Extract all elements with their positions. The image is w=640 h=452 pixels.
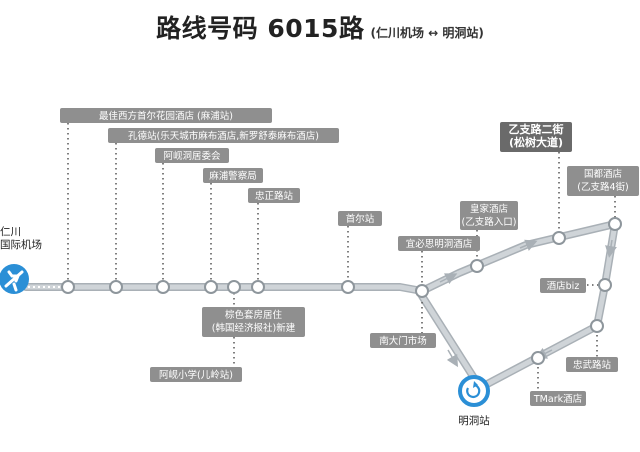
stop-label-bg <box>338 211 382 226</box>
route-subtitle: (仁川机场 ↔ 明洞站) <box>370 26 484 40</box>
stop-label-text: 南大门市场 <box>379 335 427 347</box>
route-title-block: 路线号码 6015路 (仁川机场 ↔ 明洞站) <box>0 9 640 45</box>
stop-label-text: (松树大道) <box>509 135 563 149</box>
stop-label-bg <box>530 391 586 406</box>
stop-label-text: 忠武路站 <box>573 359 612 371</box>
stop-label-text: 乙支路二街 <box>509 122 564 136</box>
station-s14[interactable] <box>598 278 612 292</box>
stop-label-s8[interactable]: 首尔站 <box>338 211 382 226</box>
station-s5[interactable] <box>227 280 241 294</box>
stop-label-text: 最佳西方首尔花园酒店 (麻浦站) <box>99 110 233 122</box>
stop-label-bg <box>248 188 300 203</box>
map-header: 路线号码 6015路 (仁川机场 ↔ 明洞站) <box>0 0 640 46</box>
stop-label-s10[interactable]: 宜必思明洞酒店 <box>398 236 480 251</box>
stop-label-bg <box>60 108 272 123</box>
stop-label-text: 酒店biz <box>547 280 580 292</box>
stop-label-text: 国都酒店 <box>584 168 622 180</box>
station-s10[interactable] <box>415 284 429 298</box>
stop-label-bg <box>567 166 639 196</box>
direction-arrow <box>439 273 458 285</box>
stop-label-bg <box>150 367 242 382</box>
station-s12[interactable] <box>552 231 566 245</box>
labels-layer: 最佳西方首尔花园酒店 (麻浦站) 孔德站(乐天城市麻布酒店,新罗舒泰麻布酒店) 阿岘… <box>60 108 639 406</box>
stop-label-s7[interactable]: 阿岘小学(儿岭站) <box>150 367 242 382</box>
origin-label: 仁川 <box>0 226 21 238</box>
station-s13[interactable] <box>608 217 622 231</box>
stop-label-bg <box>203 168 263 183</box>
stop-label-text: 皇家酒店 <box>470 203 508 215</box>
stop-label-s1[interactable]: 最佳西方首尔花园酒店 (麻浦站) <box>60 108 272 123</box>
stop-label-s13[interactable]: 国都酒店(乙支路4街) <box>567 166 639 196</box>
stop-label-text: 忠正路站 <box>255 190 294 202</box>
stop-label-bg <box>460 201 518 230</box>
station-s1[interactable] <box>61 280 75 294</box>
station-s15[interactable] <box>590 319 604 333</box>
stop-label-s6[interactable]: 忠正路站 <box>248 188 300 203</box>
stop-label-bg <box>108 128 339 143</box>
stop-label-text: 阿岘小学(儿岭站) <box>159 369 233 381</box>
stop-label-bg <box>202 307 305 337</box>
loop-arrow-head <box>473 381 478 388</box>
stop-label-bg <box>540 278 586 293</box>
destination-label: 明洞站 <box>458 414 490 427</box>
route-branch <box>419 293 477 381</box>
airplane-glyph <box>4 270 24 292</box>
stop-label-text: TMark酒店 <box>533 393 582 405</box>
stop-label-text: 麻浦警察局 <box>209 170 257 182</box>
stop-label-text: 阿岘洞居委会 <box>163 150 221 162</box>
loop-arrow-icon <box>458 375 490 407</box>
route-line-layer <box>22 220 619 395</box>
stop-label-s12[interactable]: 乙支路二街(松树大道) <box>500 122 572 152</box>
station-s3[interactable] <box>156 280 170 294</box>
stop-label-s11[interactable]: 皇家酒店(乙支路入口) <box>460 201 518 230</box>
stop-label-text: (乙支路入口) <box>462 216 517 228</box>
stop-label-bg <box>566 357 618 372</box>
stop-label-s16[interactable]: TMark酒店 <box>530 391 586 406</box>
stop-label-bg <box>500 122 572 152</box>
station-s16[interactable] <box>531 351 545 365</box>
stop-label-s15[interactable]: 忠武路站 <box>566 357 618 372</box>
direction-arrow <box>519 239 538 251</box>
station-s8[interactable] <box>341 280 355 294</box>
stop-label-bg <box>398 236 480 251</box>
stop-label-s2[interactable]: 孔德站(乐天城市麻布酒店,新罗舒泰麻布酒店) <box>108 128 339 143</box>
stop-label-s4[interactable]: 麻浦警察局 <box>203 168 263 183</box>
destination-terminal[interactable]: 明洞站 <box>458 375 490 427</box>
station-s4[interactable] <box>204 280 218 294</box>
stop-label-s9[interactable]: 南大门市场 <box>370 333 436 348</box>
stop-label-text: 棕色套房居住 <box>225 309 283 321</box>
station-s11[interactable] <box>470 259 484 273</box>
stop-label-text: (韩国经济报社)新建 <box>212 322 296 334</box>
station-s6[interactable] <box>251 280 265 294</box>
stop-label-s14[interactable]: 酒店biz <box>540 278 586 293</box>
stop-label-bg <box>370 333 436 348</box>
stop-label-s3[interactable]: 阿岘洞居委会 <box>155 148 229 163</box>
stop-label-s5[interactable]: 棕色套房居住(韩国经济报社)新建 <box>202 307 305 337</box>
stop-label-text: 首尔站 <box>346 213 375 225</box>
direction-arrow <box>446 349 459 368</box>
stop-label-bg <box>155 148 229 163</box>
direction-arrow <box>605 239 617 258</box>
stations-layer <box>61 217 622 365</box>
station-s2[interactable] <box>109 280 123 294</box>
stop-label-text: (乙支路4街) <box>577 181 628 193</box>
route-title: 路线号码 6015路 <box>156 14 365 43</box>
stop-label-text: 宜必思明洞酒店 <box>406 238 473 250</box>
origin-label: 国际机场 <box>0 238 42 251</box>
stop-label-text: 孔德站(乐天城市麻布酒店,新罗舒泰麻布酒店) <box>128 130 319 142</box>
loop-arrow-glyph <box>466 383 481 399</box>
leader-lines-layer <box>67 123 616 391</box>
